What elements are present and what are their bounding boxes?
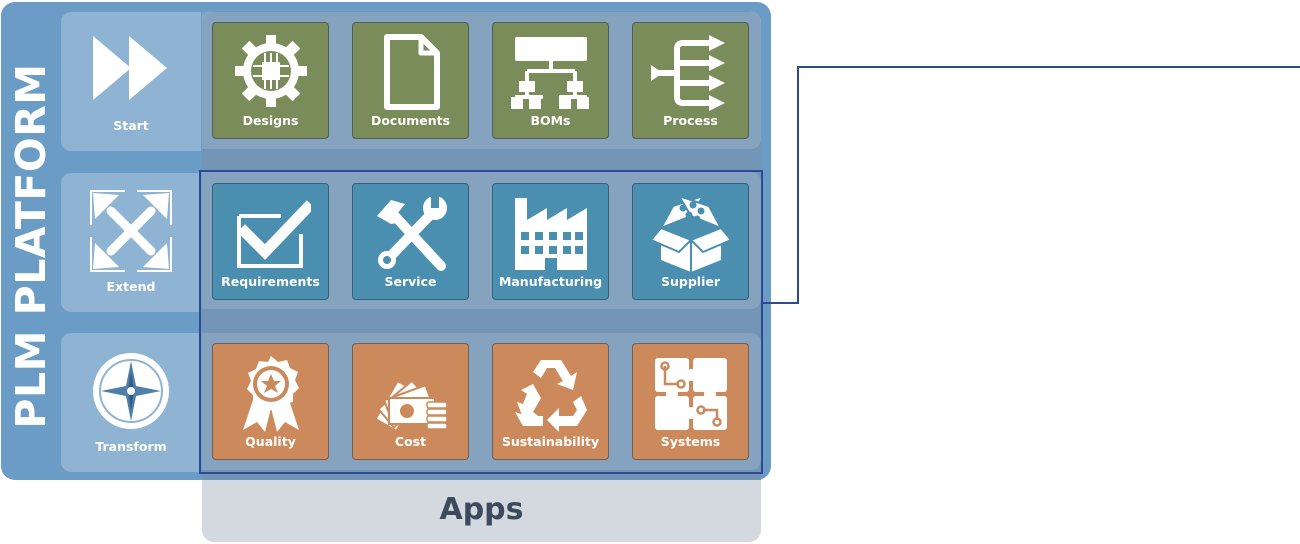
callout-line-horizontal bbox=[763, 302, 799, 304]
tile-requirements[interactable]: Requirements bbox=[212, 183, 329, 300]
tile-service[interactable]: Service bbox=[352, 183, 469, 300]
callout-line-top bbox=[797, 66, 1300, 68]
callout-line-vertical bbox=[797, 66, 799, 304]
stage-extend[interactable]: Extend bbox=[61, 173, 201, 312]
tile-label: Systems bbox=[660, 434, 721, 449]
factory-icon bbox=[515, 198, 587, 270]
tile-supplier[interactable]: Supplier bbox=[632, 183, 749, 300]
tile-label: Cost bbox=[394, 434, 427, 449]
document-icon bbox=[384, 34, 440, 110]
tile-label: Designs bbox=[242, 113, 299, 128]
award-badge-icon bbox=[243, 356, 299, 432]
stage-start[interactable]: Start bbox=[61, 12, 201, 151]
tile-sustainability[interactable]: Sustainability bbox=[492, 343, 609, 460]
money-icon bbox=[374, 379, 448, 432]
tile-documents[interactable]: Documents bbox=[352, 22, 469, 139]
process-flow-icon bbox=[651, 35, 725, 111]
hierarchy-icon bbox=[511, 37, 589, 109]
tools-icon bbox=[377, 194, 447, 271]
circuit-gear-icon bbox=[235, 35, 307, 107]
stage-label: Transform bbox=[95, 439, 167, 454]
recycle-icon bbox=[515, 360, 587, 432]
apps-label: Apps bbox=[439, 492, 524, 527]
tile-label: Process bbox=[663, 113, 718, 128]
stage-label: Start bbox=[113, 118, 149, 133]
fast-forward-icon bbox=[93, 36, 167, 100]
checkbox-icon bbox=[237, 200, 311, 268]
tile-label: Manufacturing bbox=[498, 274, 603, 289]
tile-label: Quality bbox=[245, 434, 296, 449]
tile-boms[interactable]: BOMs bbox=[492, 22, 609, 139]
tile-quality[interactable]: Quality bbox=[212, 343, 329, 460]
tile-label: Requirements bbox=[221, 274, 320, 289]
stage-transform[interactable]: Transform bbox=[61, 333, 201, 472]
puzzle-icon bbox=[655, 358, 727, 430]
compass-icon bbox=[93, 353, 169, 429]
tile-designs[interactable]: Designs bbox=[212, 22, 329, 139]
tile-label: Supplier bbox=[660, 274, 720, 289]
tile-systems[interactable]: Systems bbox=[632, 343, 749, 460]
tile-label: Documents bbox=[370, 113, 451, 128]
stage-label: Extend bbox=[106, 279, 156, 294]
tile-manufacturing[interactable]: Manufacturing bbox=[492, 183, 609, 300]
tile-label: Sustainability bbox=[501, 434, 600, 449]
tile-label: Service bbox=[384, 274, 437, 289]
tile-cost[interactable]: Cost bbox=[352, 343, 469, 460]
tile-process[interactable]: Process bbox=[632, 22, 749, 139]
tile-label: BOMs bbox=[530, 113, 571, 128]
platform-title-text: PLM PLATFORM bbox=[7, 63, 55, 429]
highlight-frame bbox=[199, 170, 763, 474]
open-box-icon bbox=[651, 194, 731, 272]
expand-arrows-icon bbox=[90, 190, 172, 272]
